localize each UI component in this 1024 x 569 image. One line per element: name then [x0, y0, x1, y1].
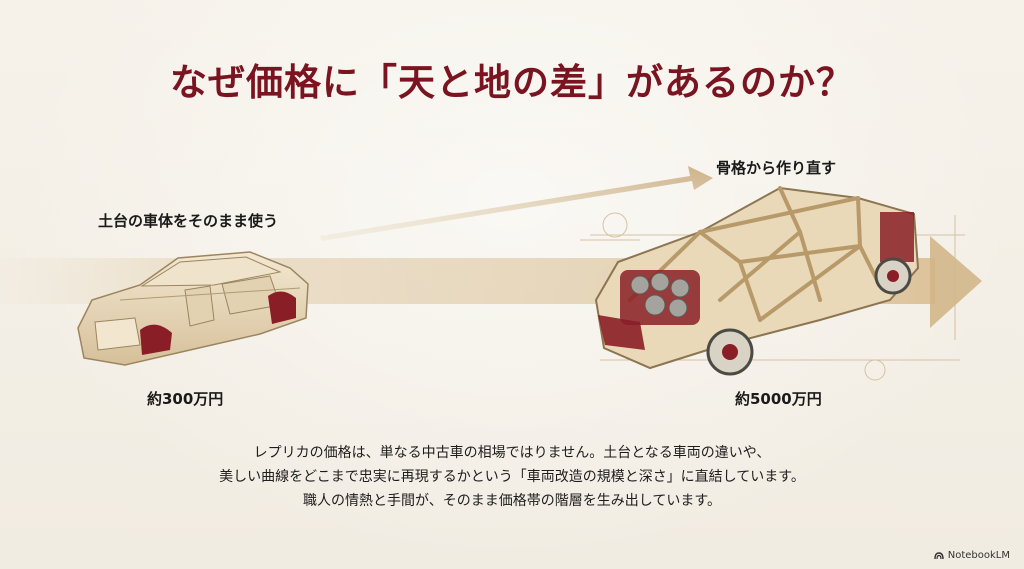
price-low: 約300万円: [147, 390, 224, 408]
wheel-front: [706, 328, 754, 376]
brand-name: NotebookLM: [947, 550, 1010, 561]
diagonal-upgrade-arrow: [320, 166, 713, 241]
description-line: 職人の情熱と手間が、そのまま価格帯の階層を生み出しています。: [303, 493, 721, 509]
wheel-rear: [874, 257, 912, 295]
rebuilt-race-car: [594, 186, 920, 376]
notebooklm-logo-icon: [934, 551, 944, 559]
description-line: レプリカの価格は、単なる中古車の相場ではりません。土台となる車両の違いや、: [253, 445, 771, 461]
base-car-label: 土台の車体をそのまま使う: [98, 212, 279, 230]
slide-title: なぜ価格に「天と地の差」があるのか？: [170, 60, 854, 104]
price-high: 約5000万円: [735, 390, 822, 408]
description: レプリカの価格は、単なる中古車の相場ではりません。土台となる車両の違いや、 美し…: [0, 441, 1024, 513]
description-line: 美しい曲線をどこまで忠実に再現するかという「車両改造の規模と深さ」に直結していま…: [219, 469, 805, 485]
base-car-body: [77, 251, 309, 366]
brand-watermark: NotebookLM: [934, 550, 1010, 561]
rebuild-car-label: 骨格から作り直す: [716, 159, 837, 177]
